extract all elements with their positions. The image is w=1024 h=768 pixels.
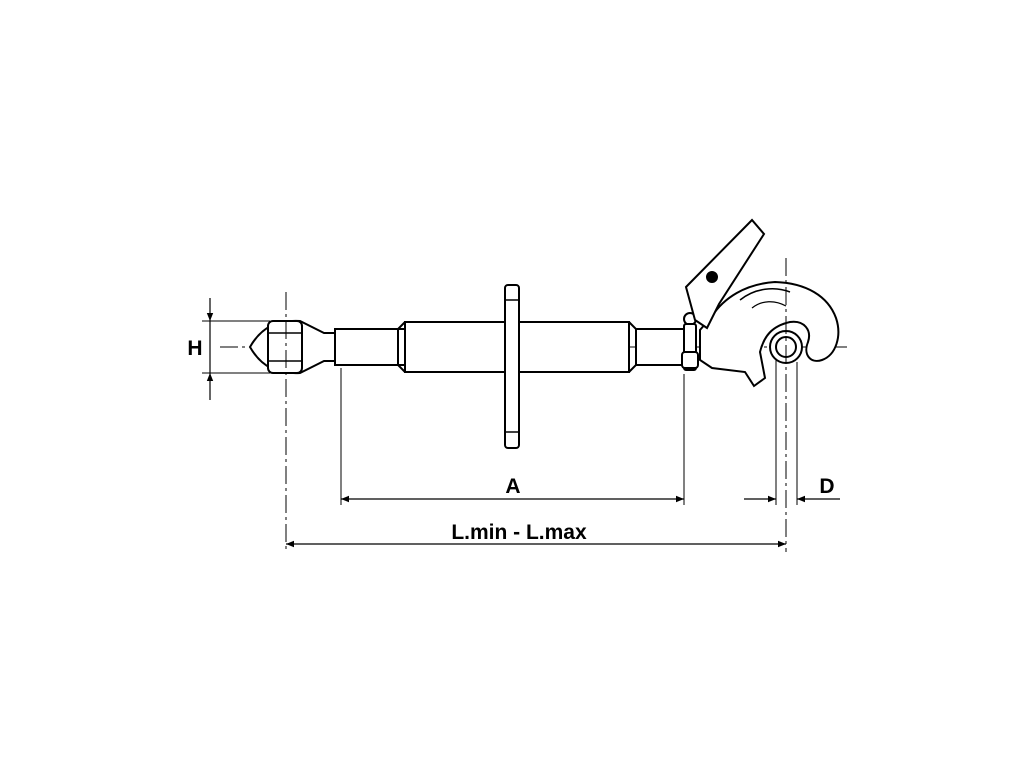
ball-joint-end — [248, 319, 336, 375]
height-label: H — [187, 337, 202, 360]
extension-lines — [202, 258, 798, 552]
adjustment-handle — [504, 284, 520, 449]
body-length-label: A — [505, 475, 520, 498]
total-length-label: L.min - L.max — [451, 521, 587, 544]
quick-hitch-hook — [699, 280, 840, 388]
latch-lever — [684, 218, 766, 330]
pin-diameter-label: D — [819, 475, 834, 498]
lock-pin — [681, 312, 699, 371]
